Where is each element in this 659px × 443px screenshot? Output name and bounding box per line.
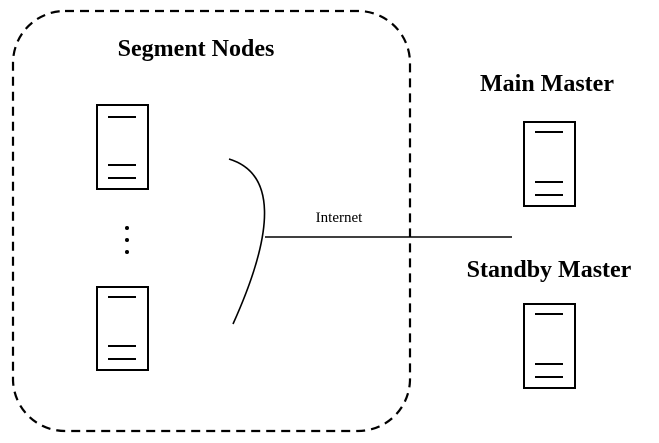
standby-master-title: Standby Master — [467, 257, 632, 283]
internet-label: Internet — [316, 210, 363, 226]
segment-nodes-title: Segment Nodes — [118, 36, 275, 62]
network-bracket — [228, 158, 266, 325]
main-master-server-icon — [523, 121, 576, 207]
main-master-title: Main Master — [480, 71, 614, 97]
segment-cluster-boundary — [11, 9, 412, 433]
segment-server-1-icon — [96, 104, 149, 190]
standby-master-server-icon — [523, 303, 576, 389]
more-nodes-ellipsis — [125, 226, 129, 254]
segment-server-2-icon — [96, 286, 149, 371]
